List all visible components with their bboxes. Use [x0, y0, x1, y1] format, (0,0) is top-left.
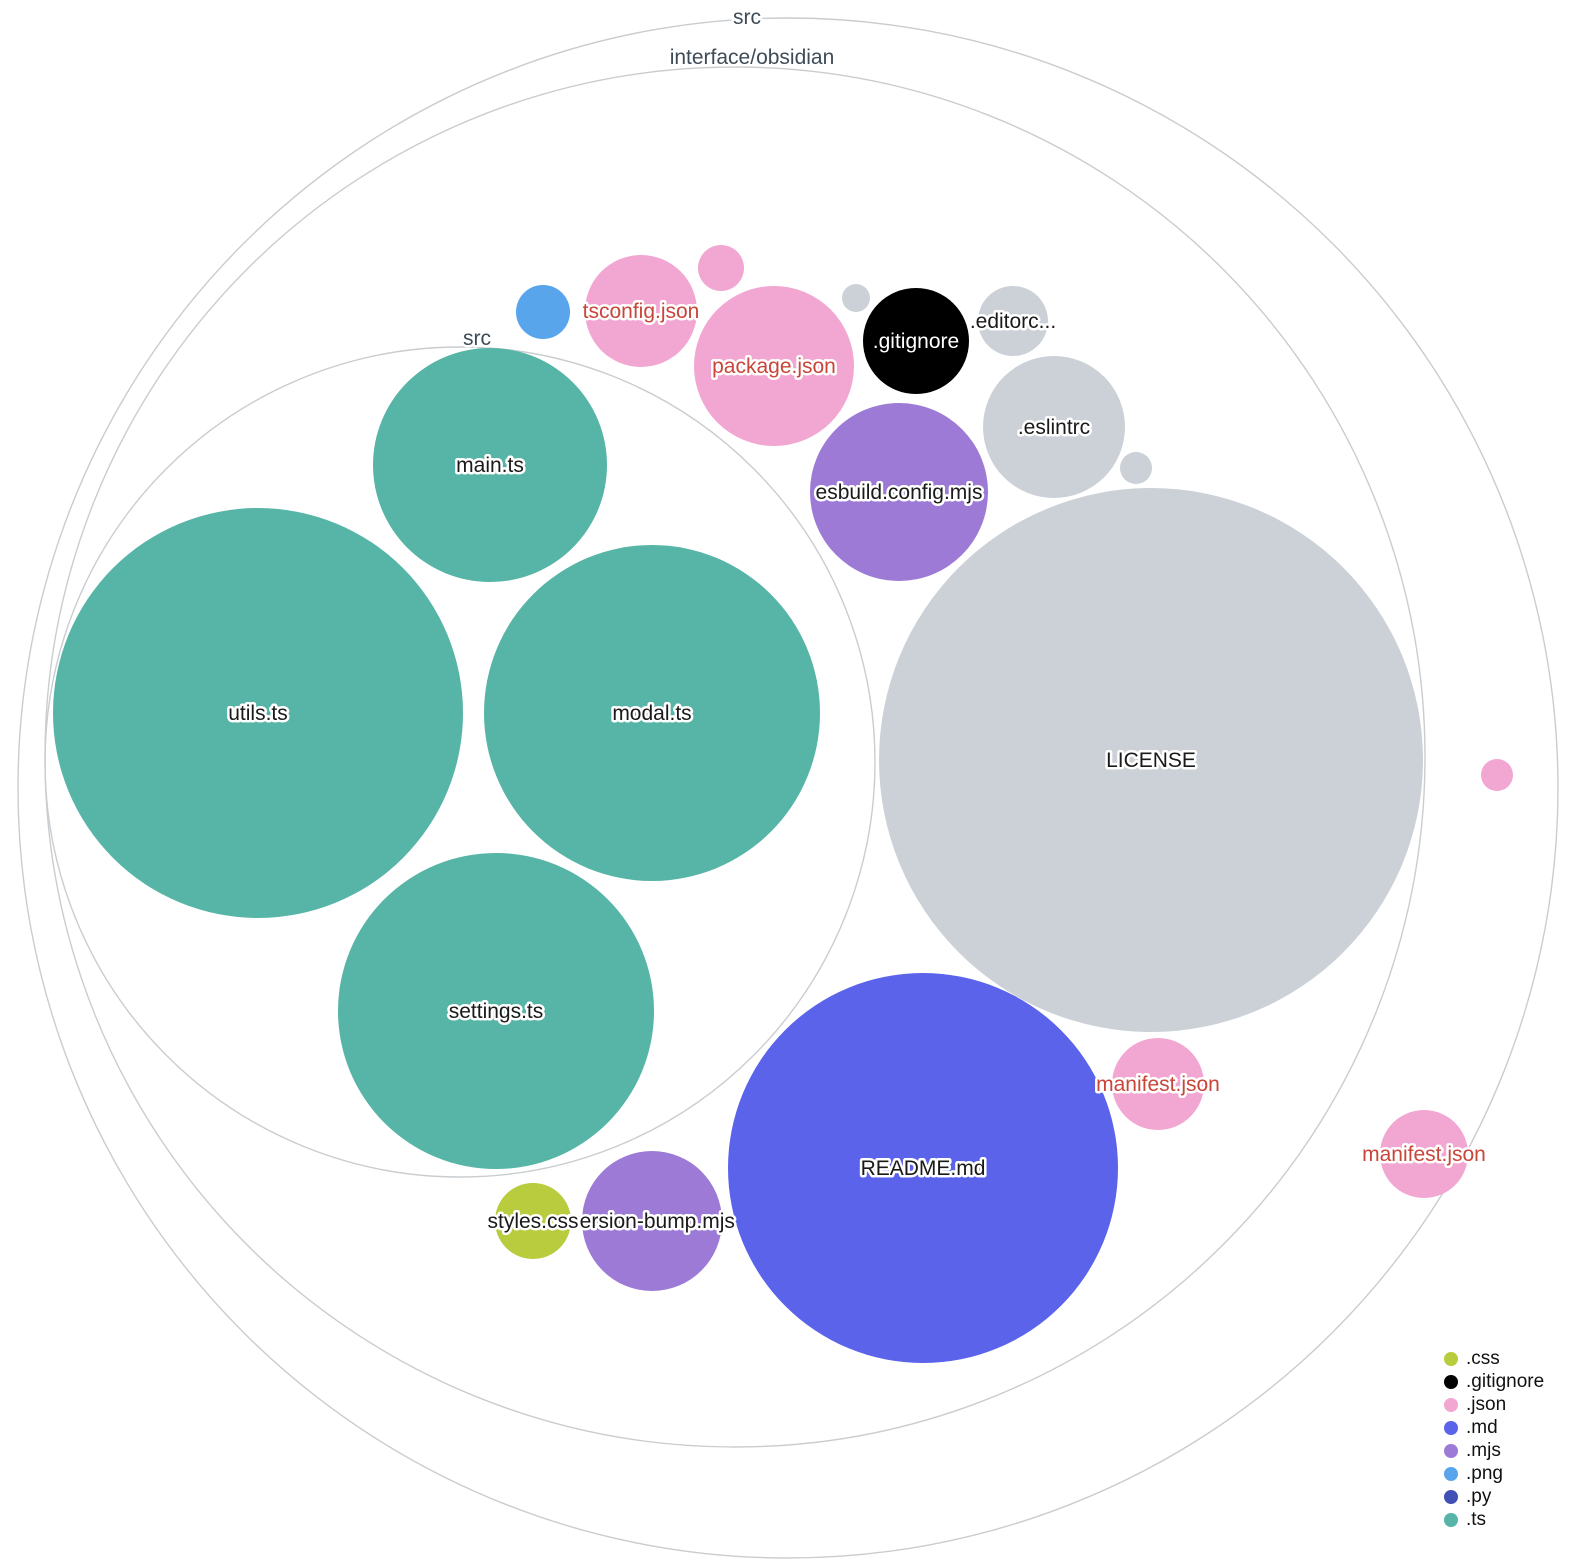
legend-item-css: .css: [1444, 1348, 1544, 1370]
file-circle-main-ts: [373, 348, 607, 582]
file-label-manifest-json: manifest.json: [1362, 1143, 1486, 1166]
file-circle-license: [879, 488, 1423, 1032]
file-label-esbuild-config-mjs: esbuild.config.mjs: [816, 481, 983, 504]
folder-label-src: src: [733, 6, 761, 29]
file-circle-settings-ts: [338, 853, 654, 1169]
file-circle-styles-css: [495, 1183, 571, 1259]
legend-item-png: .png: [1444, 1463, 1544, 1485]
legend-label-json: .json: [1466, 1394, 1507, 1415]
file-circle-unlabeled: [698, 245, 744, 291]
legend-label-mjs: .mjs: [1466, 1440, 1501, 1461]
file-circle-readme-md: [728, 973, 1118, 1363]
legend-item-py: .py: [1444, 1486, 1544, 1508]
file-circle-eslintrc: [983, 356, 1125, 498]
file-label-styles-css: styles.css: [487, 1210, 578, 1233]
file-circle-utils-ts: [53, 508, 463, 918]
file-label-version-bump-mjs: version-bump.mjs: [569, 1210, 735, 1233]
legend-color-dot-png: [1444, 1467, 1458, 1481]
legend-label-md: .md: [1466, 1417, 1498, 1438]
file-circle-editorc: [978, 286, 1048, 356]
legend-item-ts: .ts: [1444, 1509, 1544, 1531]
file-label-license: LICENSE: [1106, 749, 1196, 772]
legend-label-gitignore: .gitignore: [1466, 1371, 1545, 1392]
legend-color-dot-ts: [1444, 1513, 1458, 1527]
folder-circle-src: [17, 17, 1559, 1559]
file-label-modal-ts: modal.ts: [612, 702, 691, 725]
legend-item-gitignore: .gitignore: [1444, 1371, 1544, 1393]
file-circle-manifest-json: [1380, 1110, 1468, 1198]
file-label-utils-ts: utils.ts: [228, 702, 288, 725]
file-label-main-ts: main.ts: [456, 454, 524, 477]
folder-label-src: src: [463, 327, 491, 350]
legend-color-dot-md: [1444, 1421, 1458, 1435]
file-label-settings-ts: settings.ts: [449, 1000, 544, 1023]
file-label-tsconfig-json: tsconfig.json: [583, 300, 700, 323]
file-circle-manifest-json: [1112, 1038, 1204, 1130]
file-circle-gitignore: [863, 288, 969, 394]
legend-label-ts: .ts: [1466, 1509, 1487, 1530]
file-label-readme-md: README.md: [861, 1157, 986, 1180]
file-label-eslintrc: .eslintrc: [1018, 416, 1090, 439]
file-circle-tsconfig-json: [585, 255, 697, 367]
legend-color-dot-py: [1444, 1490, 1458, 1504]
legend-item-md: .md: [1444, 1417, 1544, 1439]
legend-color-dot-mjs: [1444, 1444, 1458, 1458]
legend-color-dot-css: [1444, 1352, 1458, 1366]
file-circle-unlabeled: [516, 285, 570, 339]
file-circle-unlabeled: [1481, 759, 1513, 791]
file-circle-unlabeled: [1120, 452, 1152, 484]
file-circle-version-bump-mjs: [582, 1151, 722, 1291]
file-label-gitignore: .gitignore: [873, 330, 959, 353]
extension-legend: .css.gitignore.json.md.mjs.png.py.ts: [1444, 1348, 1544, 1531]
legend-item-json: .json: [1444, 1394, 1544, 1416]
file-circle-unlabeled: [842, 284, 870, 312]
legend-color-dot-gitignore: [1444, 1375, 1458, 1389]
file-circle-modal-ts: [484, 545, 820, 881]
folder-circle-src: [44, 346, 876, 1178]
file-circle-esbuild-config-mjs: [810, 403, 988, 581]
file-circle-package-json: [694, 286, 854, 446]
legend-color-dot-json: [1444, 1398, 1458, 1412]
folder-label-interface-obsidian: interface/obsidian: [670, 46, 835, 69]
legend-label-png: .png: [1466, 1463, 1503, 1484]
legend-label-css: .css: [1466, 1348, 1500, 1369]
legend-label-py: .py: [1466, 1486, 1492, 1507]
file-label-manifest-json: manifest.json: [1096, 1073, 1220, 1096]
file-label-editorc: .editorc...: [970, 310, 1056, 333]
file-label-package-json: package.json: [712, 355, 836, 378]
legend-item-mjs: .mjs: [1444, 1440, 1544, 1462]
